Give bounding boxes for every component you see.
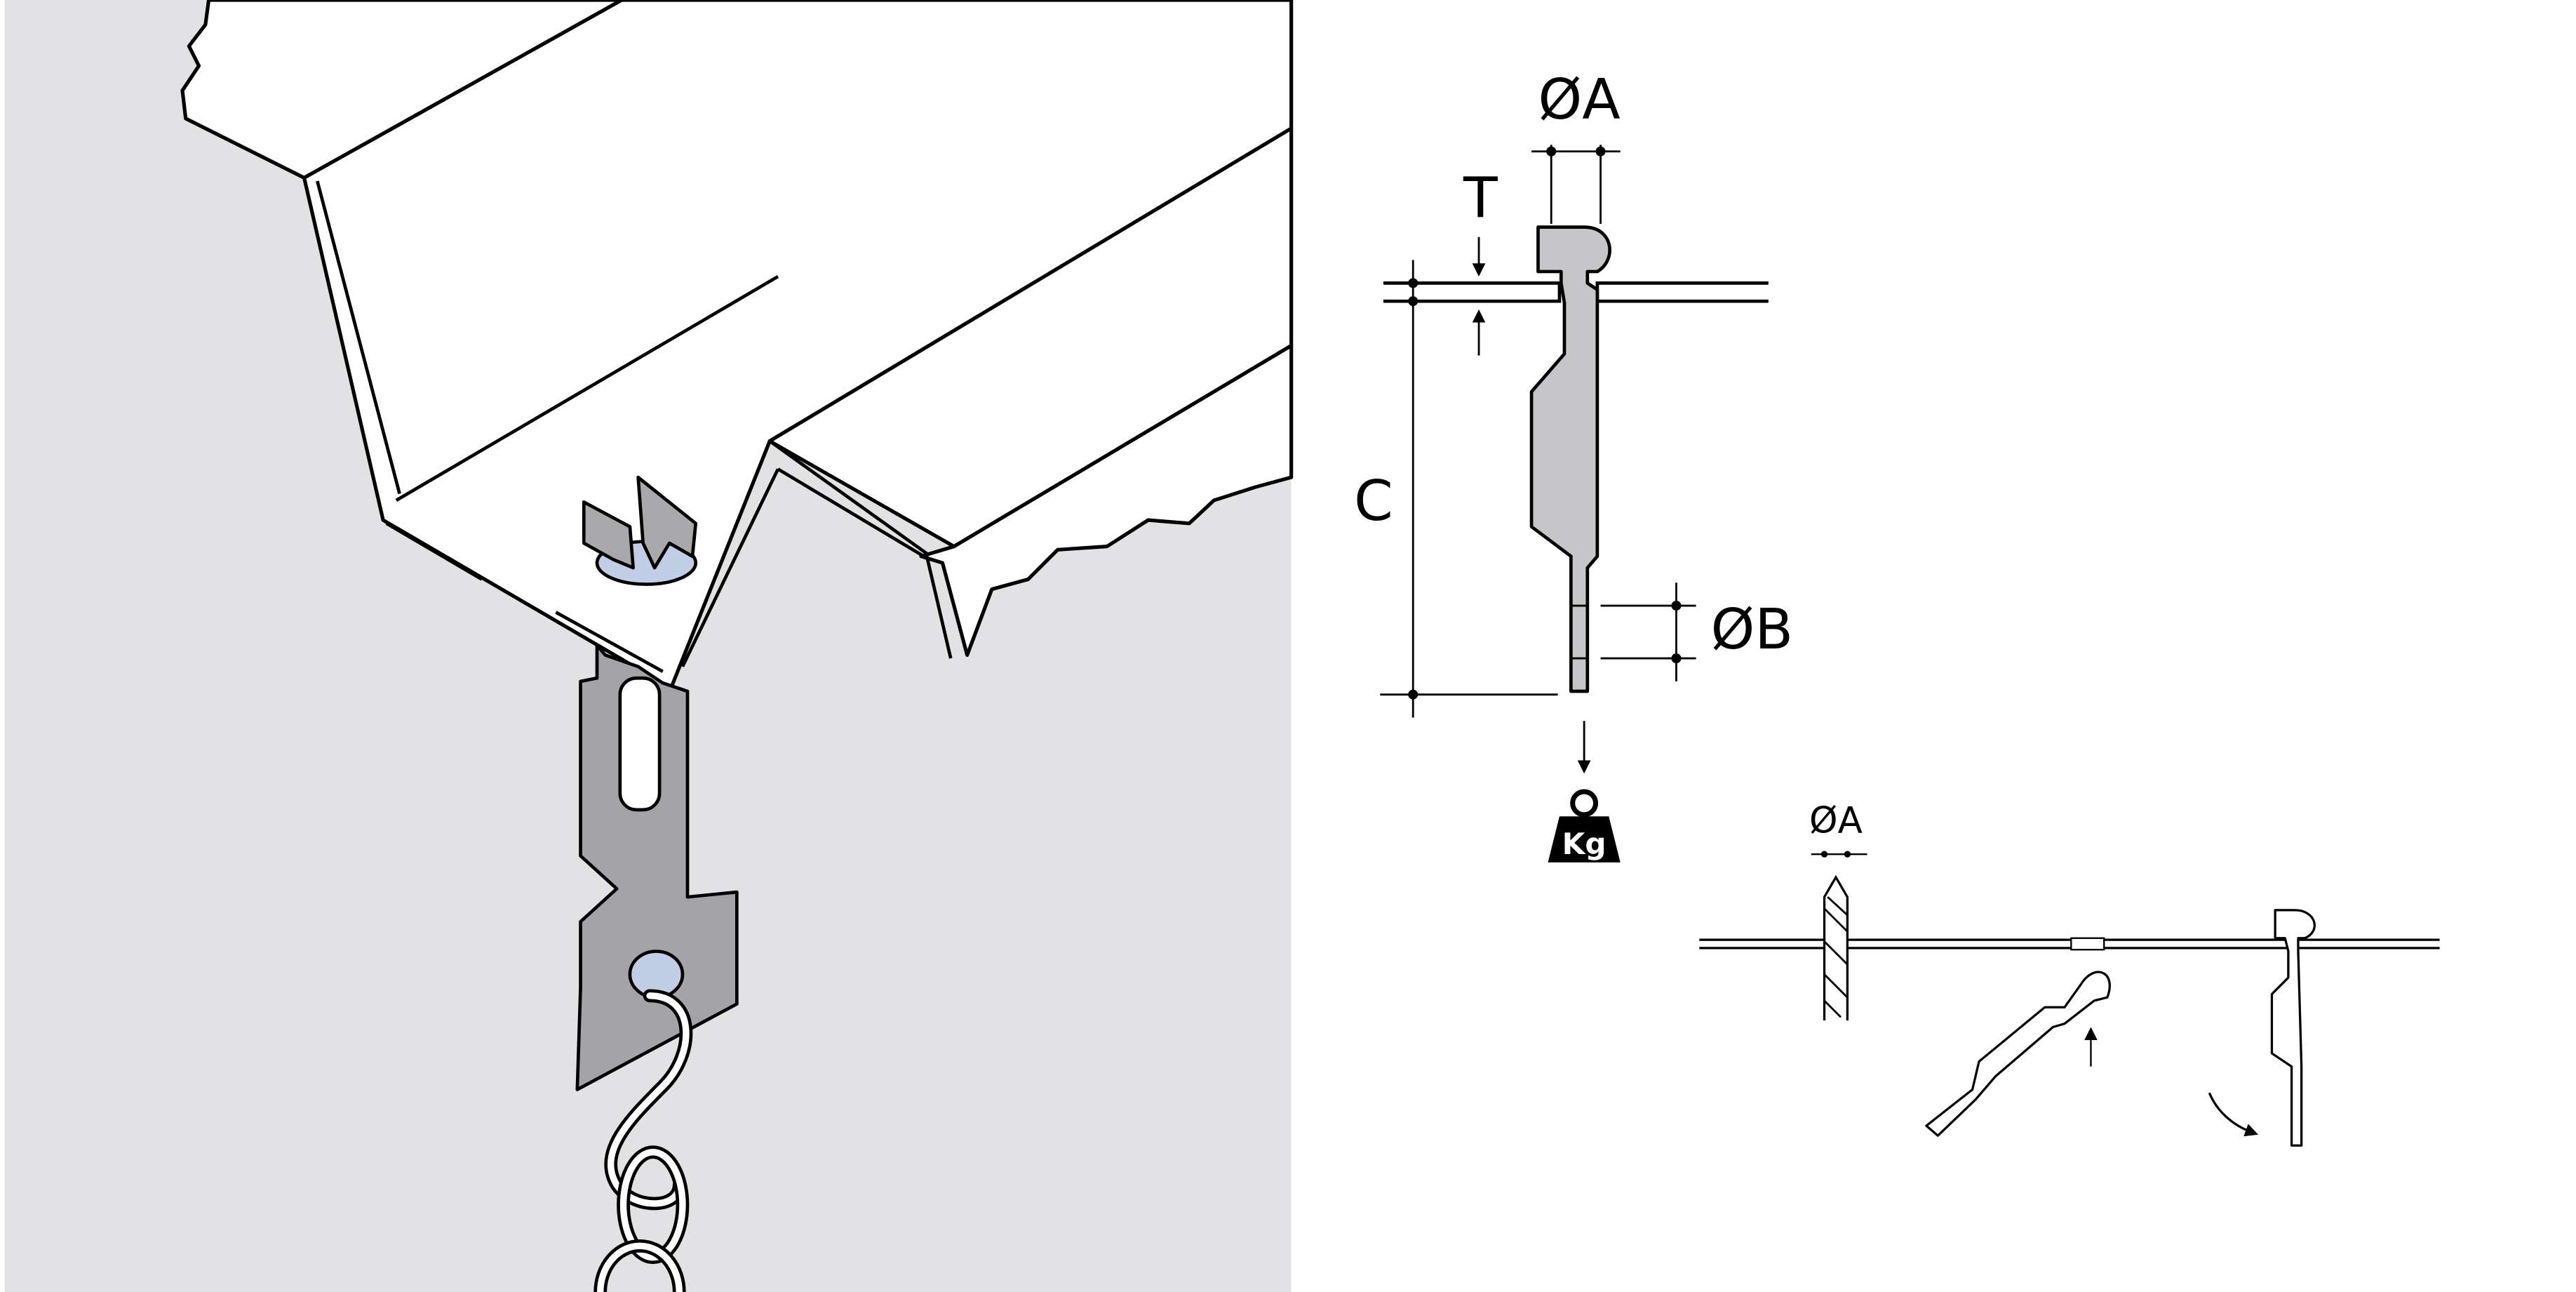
drill-bit-icon <box>1823 874 1849 1021</box>
bent-tab-left <box>582 500 635 570</box>
dim-t-label: T <box>1463 166 1498 231</box>
installation-steps: ØA <box>1699 800 2440 1147</box>
weight-icon: Kg <box>1548 789 1621 863</box>
step-sheet <box>1699 938 2440 950</box>
dim-b-dot <box>1671 601 1682 611</box>
installed-view-illustration <box>4 0 1294 1292</box>
sheet-right <box>1595 281 1769 303</box>
dim-a-label: ØA <box>1538 67 1620 132</box>
curved-arrow-icon <box>2208 1092 2259 1137</box>
dim-c-label: C <box>1354 468 1393 533</box>
dim-a-dot <box>1595 146 1606 156</box>
hanger-clip <box>575 643 739 1091</box>
dim-c-dot <box>1408 278 1418 288</box>
dim-b-dot <box>1671 653 1682 664</box>
dim-a-small-dot <box>1844 851 1851 858</box>
dim-a-small-label: ØA <box>1809 800 1863 842</box>
chain-link-2-inner <box>597 1242 683 1292</box>
profile-groove-line <box>316 180 780 673</box>
dim-a-small-dot <box>1820 851 1828 858</box>
profile-rib-edge <box>768 439 953 659</box>
sheet-left <box>1383 281 1562 303</box>
clip-tilted <box>1925 971 2111 1137</box>
s-hook-inner <box>607 992 690 1207</box>
profile-torn-left-edge <box>180 0 624 180</box>
dim-c-dot <box>1408 296 1418 307</box>
bent-tab-right <box>636 475 698 570</box>
profile-torn-bottom-edge <box>919 343 1294 657</box>
chain-link-1-inner <box>619 1148 686 1261</box>
dimension-drawing: ØA T C ØB Kg <box>1354 67 1793 863</box>
clip-installed <box>2270 909 2316 1147</box>
sheet-slot <box>2070 937 2105 951</box>
clip-slot-stem <box>618 676 662 812</box>
clip-profile <box>1529 225 1611 693</box>
dim-b-label: ØB <box>1711 597 1793 662</box>
weight-label: Kg <box>1562 827 1606 861</box>
dim-a-dot <box>1546 146 1557 156</box>
